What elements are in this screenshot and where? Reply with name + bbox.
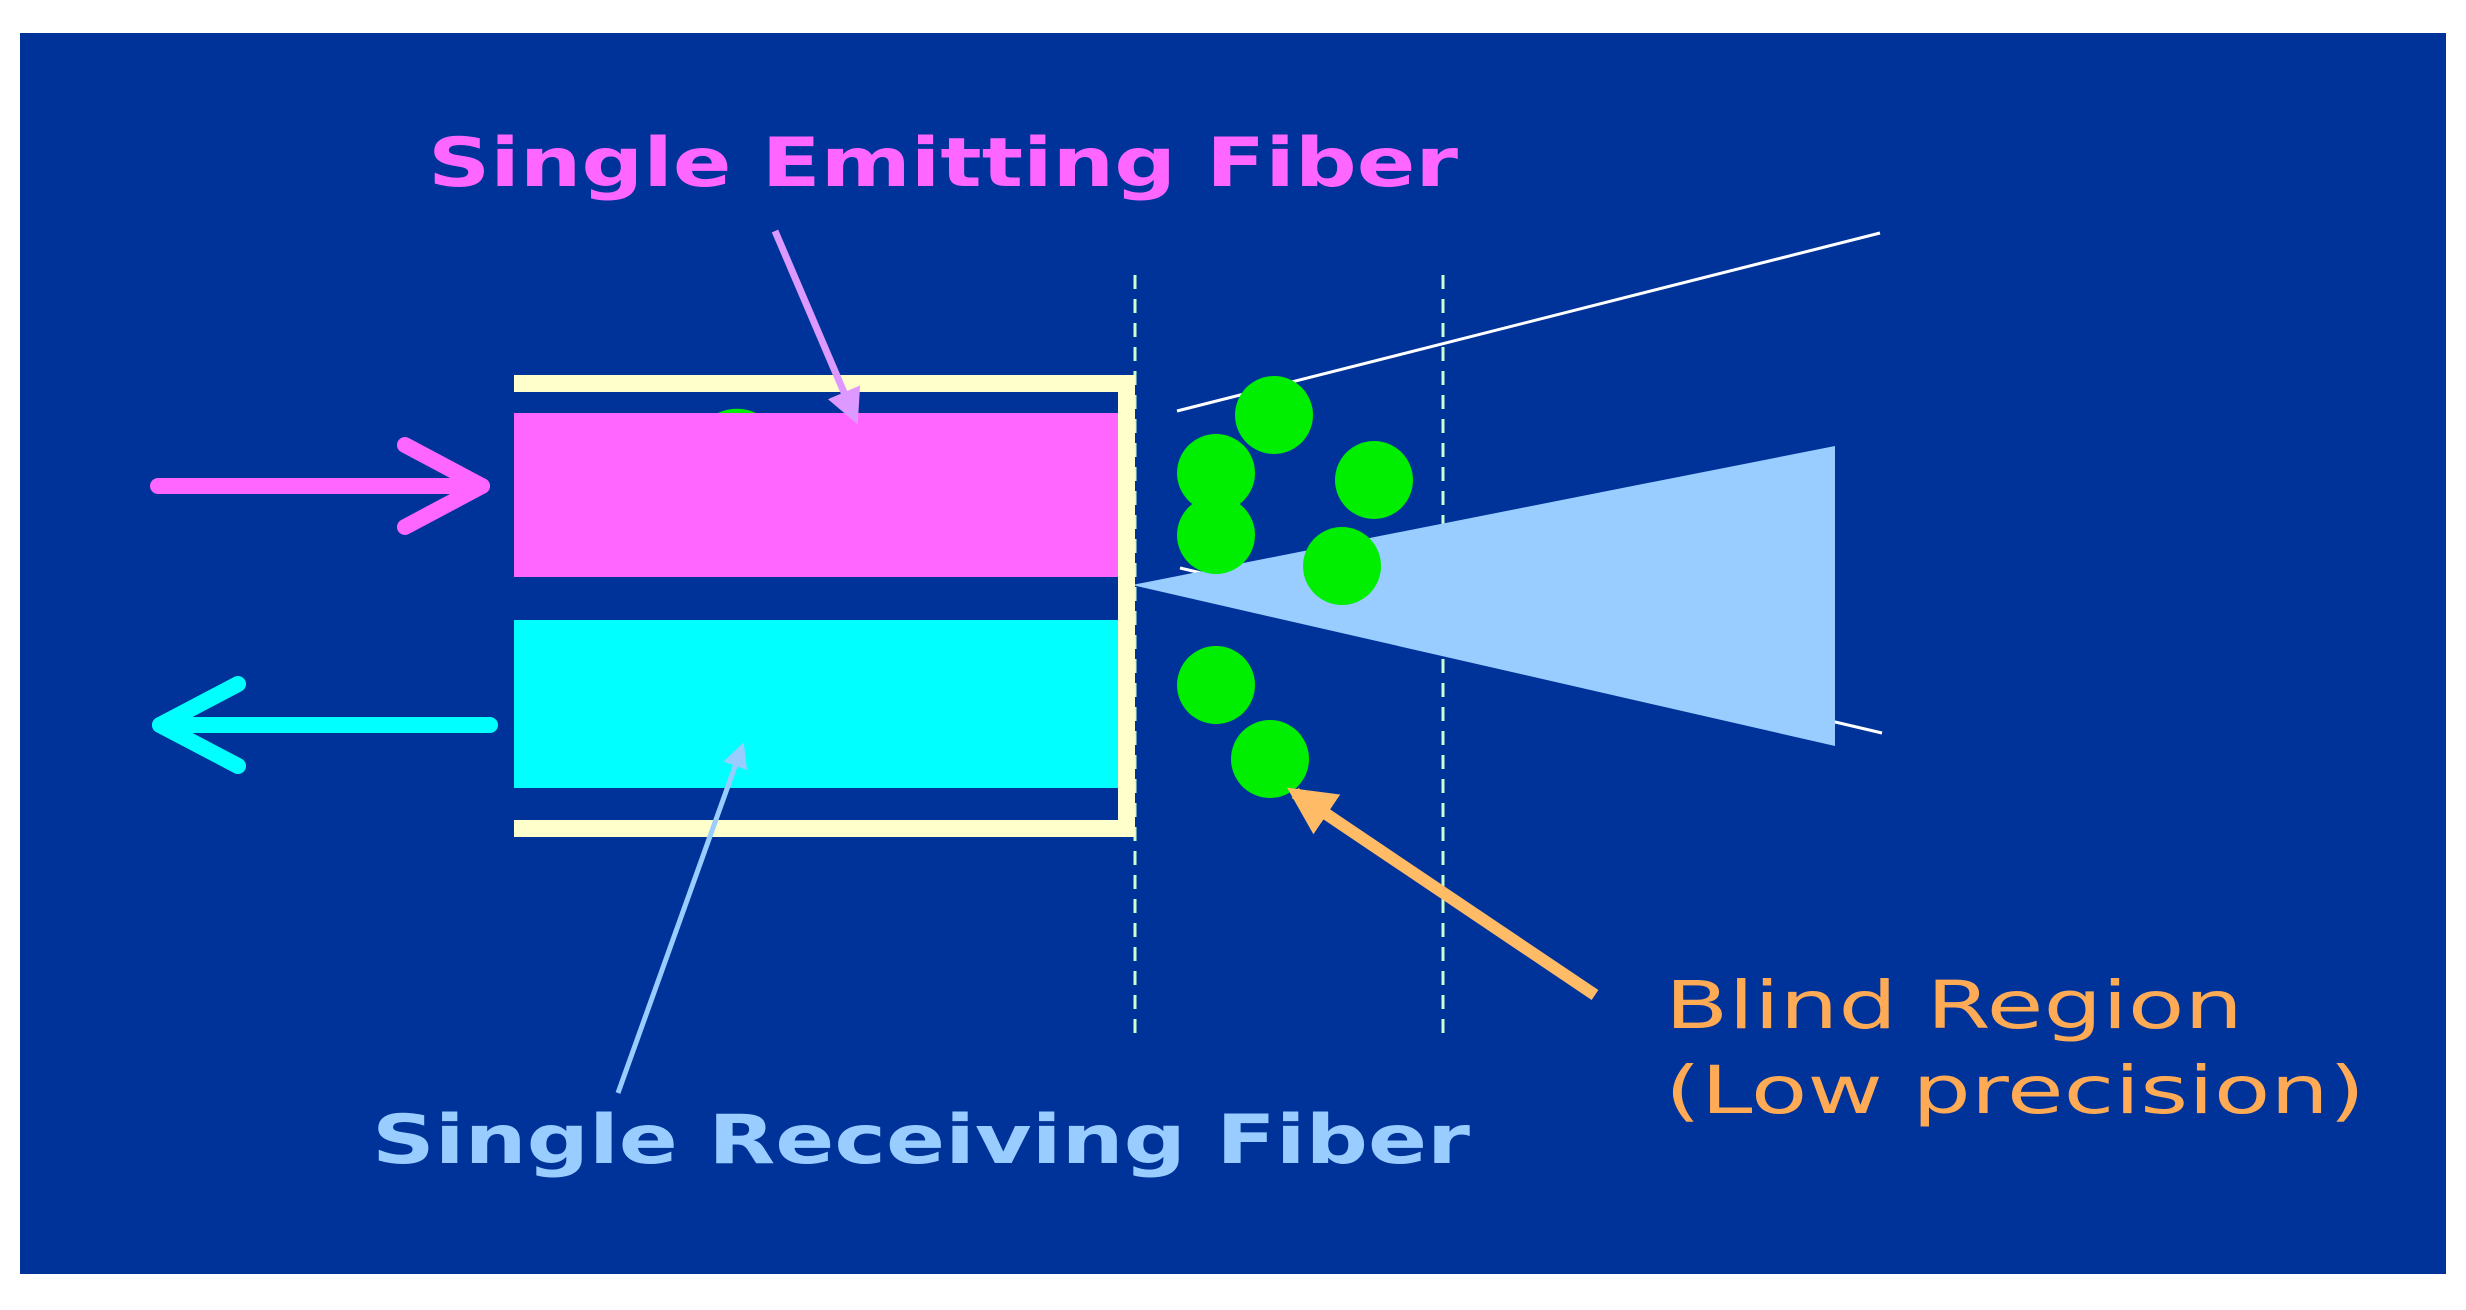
housing-end-face	[1118, 375, 1135, 837]
slide-background: Single Emitting Fiber Single Receiving F…	[20, 33, 2446, 1274]
particle	[1235, 376, 1313, 454]
light-cone	[1132, 446, 1835, 746]
particle	[1231, 720, 1309, 798]
particle	[1335, 441, 1413, 519]
blind-region-label: Blind Region	[1665, 967, 2243, 1044]
housing-top-wall	[514, 375, 1122, 392]
receiving-fiber-pointer	[615, 742, 748, 1094]
receiving-fiber	[514, 620, 1118, 788]
emitting-fiber	[514, 413, 1118, 577]
emitting-fiber-label: Single Emitting Fiber	[428, 124, 1459, 203]
particle	[1177, 646, 1255, 724]
fov-line-upper	[1176, 231, 1881, 413]
fiber-probe-diagram: Single Emitting Fiber Single Receiving F…	[150, 124, 2365, 1180]
particle	[1177, 434, 1255, 512]
particle	[1303, 527, 1381, 605]
housing-bottom-wall	[514, 820, 1122, 837]
emit-arrow-icon	[150, 437, 490, 535]
hidden-particle	[718, 408, 756, 413]
particle	[1177, 496, 1255, 574]
blind-region-pointer	[1287, 787, 1599, 1000]
emitting-fiber-pointer	[771, 229, 861, 425]
particles	[1177, 376, 1413, 798]
blind-region-sublabel: (Low precision)	[1665, 1052, 2365, 1129]
receive-arrow-icon	[152, 676, 498, 774]
receiving-fiber-label: Single Receiving Fiber	[372, 1101, 1471, 1180]
